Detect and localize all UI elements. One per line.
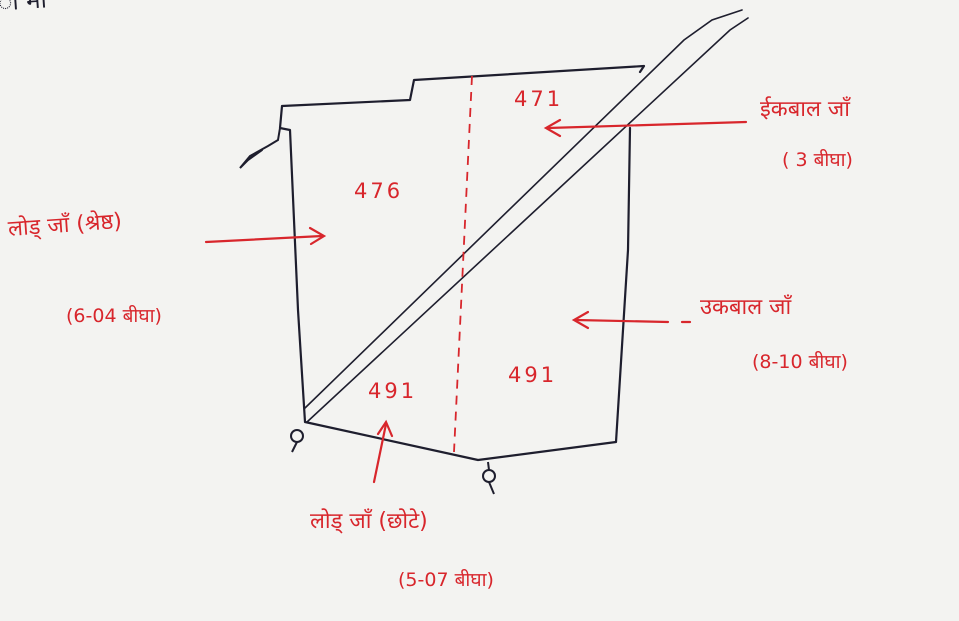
left-notch	[239, 127, 281, 169]
corner-marker-left	[290, 429, 304, 453]
arrow-top-right	[543, 118, 748, 138]
diagonal-road-upper	[304, 9, 743, 409]
area-label-top-right: ( 3 बीघा)	[782, 149, 853, 171]
plot-number-north-right: 471	[514, 87, 564, 111]
plot-boundary	[278, 64, 646, 462]
arrow-right	[571, 310, 692, 330]
area-label-left: (6-04 बीघा)	[66, 305, 162, 327]
plot-number-north-left: 476	[354, 179, 404, 203]
plot-number-south-right: 491	[508, 363, 558, 387]
top-fragment-text: ा मा	[0, 0, 48, 17]
owner-label-bottom: लोड् जाँ (छोटे)	[310, 509, 428, 534]
arrow-bottom	[372, 419, 394, 484]
owner-label-right: उकबाल जाँ	[700, 295, 792, 320]
diagonal-road-lower	[306, 17, 749, 423]
area-label-right: (8-10 बीघा)	[752, 351, 848, 373]
area-label-bottom: (5-07 बीघा)	[398, 569, 494, 591]
plot-number-south-left: 491	[368, 379, 418, 403]
arrow-left	[204, 226, 327, 246]
owner-label-top-right: ईकबाल जाँ	[760, 97, 850, 122]
corner-marker-bottom	[482, 461, 496, 495]
